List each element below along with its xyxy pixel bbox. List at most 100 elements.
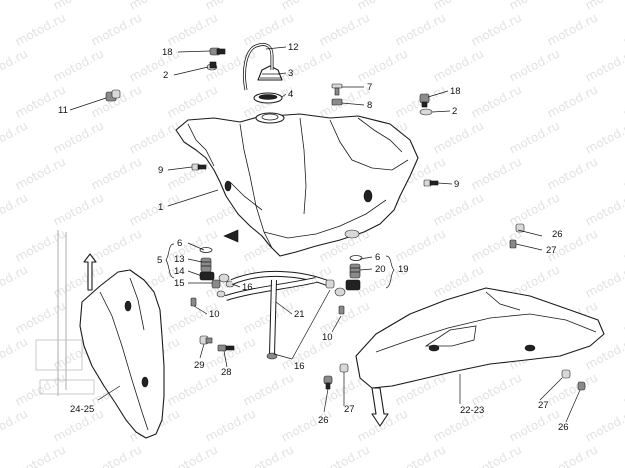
watermark-text: motod.ru <box>165 370 220 408</box>
watermark-text: motod.ru <box>545 442 600 468</box>
callout-7: 7 <box>367 82 372 93</box>
watermark-text: motod.ru <box>203 406 258 444</box>
watermark-text: motod.ru <box>469 442 524 468</box>
watermark-text: motod.ru <box>165 442 220 468</box>
watermark-text: motod.ru <box>621 82 625 120</box>
watermark-text: motod.ru <box>13 226 68 264</box>
watermark-text: motod.ru <box>127 118 182 156</box>
watermark-text: motod.ru <box>583 46 625 84</box>
watermark-text: motod.ru <box>165 10 220 48</box>
callout-26-top: 26 <box>552 229 563 240</box>
washer-2-right <box>419 108 433 116</box>
callout-22-23: 22-23 <box>460 405 484 416</box>
side-panel-right <box>355 287 605 427</box>
watermark-text: motod.ru <box>0 262 30 300</box>
callout-26-right: 26 <box>558 422 569 433</box>
watermark-text: motod.ru <box>545 10 600 48</box>
watermark-text: motod.ru <box>621 154 625 192</box>
callout-26-left: 26 <box>318 415 329 426</box>
callout-27-left: 27 <box>344 404 355 415</box>
bracket-5 <box>165 243 175 279</box>
watermark-text: motod.ru <box>13 298 68 336</box>
watermark-text: motod.ru <box>469 10 524 48</box>
screw-26-top <box>509 239 517 249</box>
watermark-text: motod.ru <box>393 442 448 468</box>
watermark-text: motod.ru <box>355 46 410 84</box>
watermark-text: motod.ru <box>431 118 486 156</box>
callout-29: 29 <box>194 360 205 371</box>
callout-16-upper: 16 <box>242 282 253 293</box>
watermark-text: motod.ru <box>13 10 68 48</box>
watermark-text: motod.ru <box>621 370 625 408</box>
callout-2-left: 2 <box>163 70 168 81</box>
callout-27-right: 27 <box>538 400 549 411</box>
watermark-text: motod.ru <box>393 226 448 264</box>
watermark-text: motod.ru <box>507 406 562 444</box>
callout-14: 14 <box>174 266 185 277</box>
watermark-text: motod.ru <box>621 10 625 48</box>
callout-27-top: 27 <box>546 245 557 256</box>
callout-10-right: 10 <box>322 332 333 343</box>
watermark-text: motod.ru <box>507 118 562 156</box>
watermark-text: motod.ru <box>13 154 68 192</box>
watermark-text: motod.ru <box>507 46 562 84</box>
watermark-text: motod.ru <box>165 82 220 120</box>
watermark-text: motod.ru <box>431 46 486 84</box>
fuel-hose-assembly <box>225 270 335 360</box>
bolt-29 <box>199 335 213 345</box>
watermark-text: motod.ru <box>583 406 625 444</box>
screw-10-left <box>190 297 197 307</box>
callout-12: 12 <box>288 42 299 53</box>
grommet-27-left <box>339 363 349 373</box>
callout-10-left: 10 <box>209 309 220 320</box>
callout-19: 19 <box>398 264 409 275</box>
bolt-9-left <box>191 163 207 171</box>
watermark-text: motod.ru <box>621 226 625 264</box>
callout-28: 28 <box>221 367 232 378</box>
watermark-text: motod.ru <box>127 46 182 84</box>
watermark-text: motod.ru <box>621 442 625 468</box>
watermark-text: motod.ru <box>469 82 524 120</box>
watermark-text: motod.ru <box>241 442 296 468</box>
watermark-text: motod.ru <box>89 154 144 192</box>
callout-13: 13 <box>174 254 185 265</box>
leader-lines <box>69 46 581 423</box>
watermark-text: motod.ru <box>545 82 600 120</box>
callout-3: 3 <box>288 68 293 79</box>
callout-18-left: 18 <box>162 47 173 58</box>
watermark-text: motod.ru <box>51 190 106 228</box>
watermark-text: motod.ru <box>317 442 372 468</box>
nut-8 <box>331 98 343 106</box>
bolt-9-right <box>423 179 439 187</box>
watermark-text: motod.ru <box>507 190 562 228</box>
screw-18-left <box>209 47 226 56</box>
callout-9-right: 9 <box>454 179 459 190</box>
watermark-text: motod.ru <box>51 46 106 84</box>
watermark-text: motod.ru <box>621 298 625 336</box>
callout-24-25: 24-25 <box>70 404 94 415</box>
callout-18-right: 18 <box>450 86 461 97</box>
fuel-tap-right <box>334 255 363 297</box>
watermark-text: motod.ru <box>89 442 144 468</box>
callout-9-left: 9 <box>158 165 163 176</box>
watermark-text: motod.ru <box>0 0 30 13</box>
bracket-19 <box>385 255 395 289</box>
watermark-text: motod.ru <box>241 370 296 408</box>
watermark-text: motod.ru <box>89 10 144 48</box>
watermark-text: motod.ru <box>583 190 625 228</box>
watermark-text: motod.ru <box>13 442 68 468</box>
callout-15: 15 <box>174 278 185 289</box>
clip-11 <box>105 89 121 102</box>
bolt-28 <box>217 344 235 352</box>
watermark-text: motod.ru <box>127 190 182 228</box>
callout-4: 4 <box>288 89 293 100</box>
watermark-text: motod.ru <box>469 154 524 192</box>
watermark-text: motod.ru <box>0 406 30 444</box>
callout-6-left: 6 <box>177 238 182 249</box>
watermark-text: motod.ru <box>0 190 30 228</box>
watermark-text: motod.ru <box>317 298 372 336</box>
tank-cap-assembly <box>242 42 283 104</box>
watermark-text: motod.ru <box>469 370 524 408</box>
watermark-text: motod.ru <box>393 10 448 48</box>
watermark-text: motod.ru <box>51 118 106 156</box>
